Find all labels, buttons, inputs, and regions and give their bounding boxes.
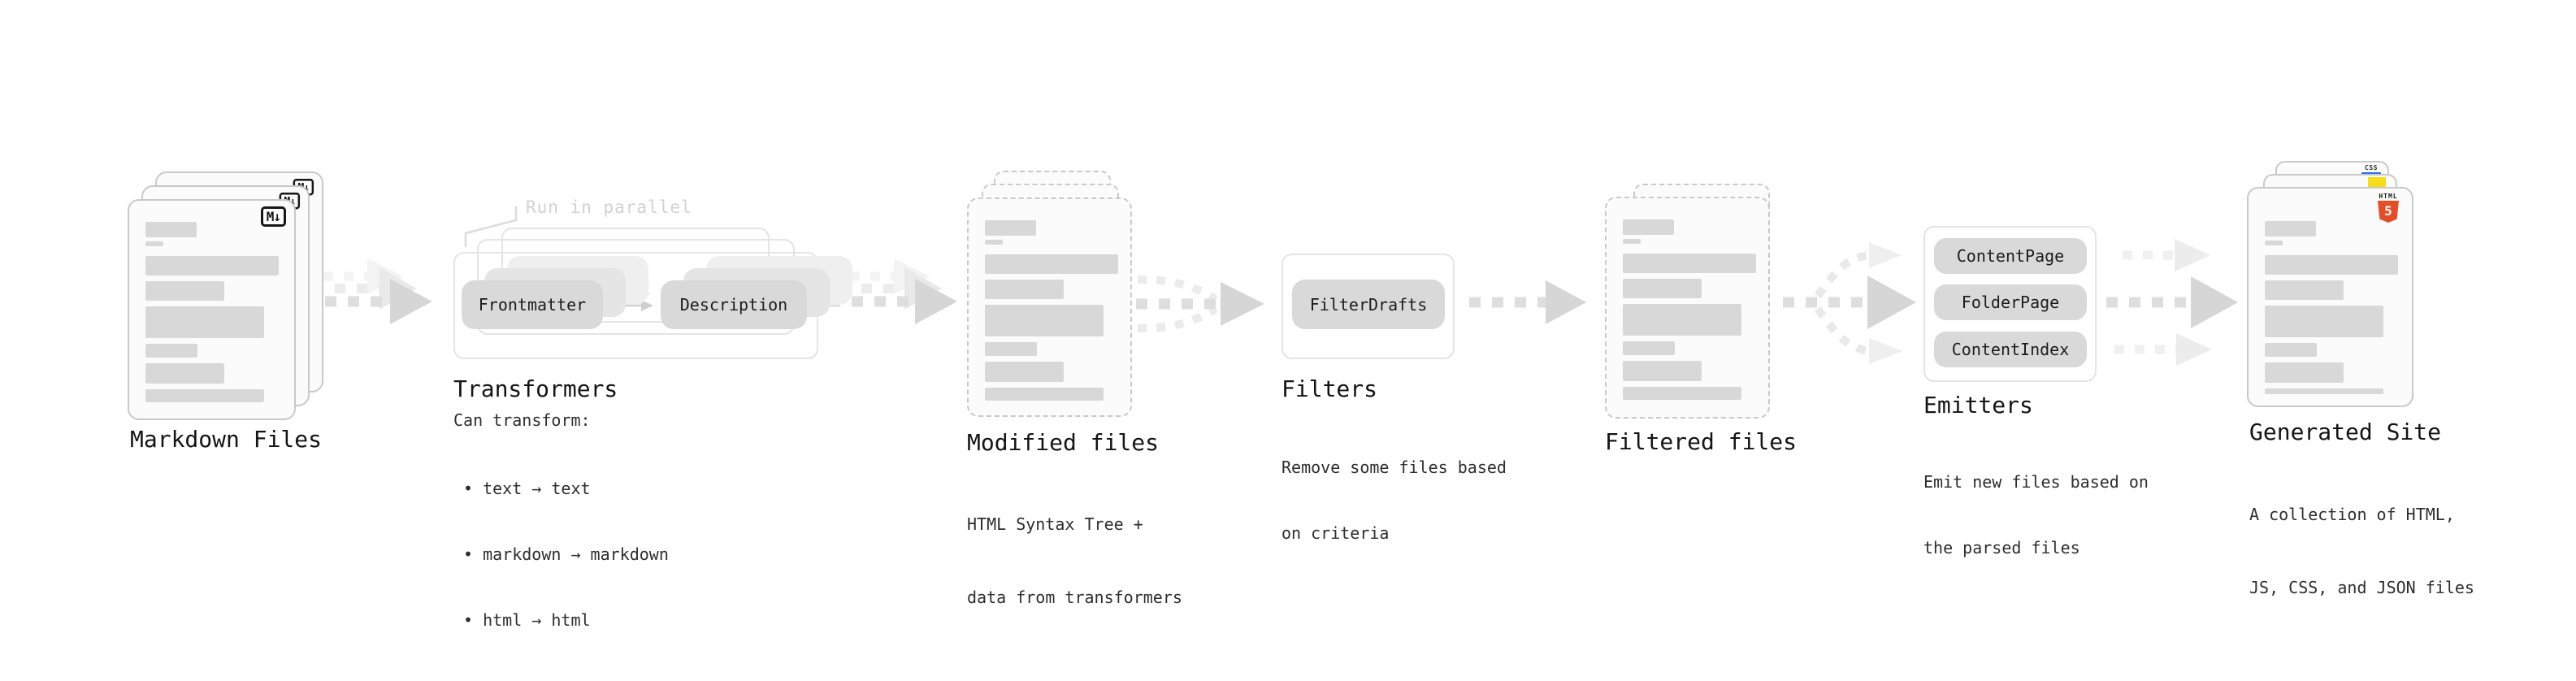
description-pill: Description [661, 280, 807, 329]
emitters-group-box [1923, 226, 2097, 382]
subtitle-line: data from transformers [967, 588, 1182, 607]
bullet-item: • markdown → markdown [463, 544, 669, 564]
emitters-subtitle: Emit new files based on the parsed files [1923, 427, 2149, 603]
doc-text-bar [2265, 343, 2317, 357]
doc-text-bar [985, 240, 1003, 245]
doc-text-bar [145, 222, 197, 237]
subtitle-line: the parsed files [1923, 538, 2080, 557]
js-file-icon [2368, 177, 2386, 188]
stage-title-modified-files: Modified files [967, 429, 1160, 456]
doc-text-bar [1623, 219, 1674, 235]
frontmatter-pill: Frontmatter [462, 280, 603, 329]
document-placeholder-text [985, 220, 1119, 404]
doc-text-bar [985, 388, 1104, 401]
doc-text-bar [985, 342, 1037, 356]
doc-text-bar [985, 220, 1036, 236]
doc-text-bar [985, 362, 1064, 382]
doc-text-bar [2265, 241, 2283, 245]
doc-text-bar [1623, 361, 1702, 381]
html5-icon: HTML 5 [2374, 193, 2402, 223]
doc-text-bar [145, 281, 224, 301]
doc-text-bar [1623, 341, 1675, 355]
stage-title-markdown-files: Markdown Files [130, 426, 323, 453]
doc-text-bar [145, 344, 197, 358]
doc-text-bar [985, 305, 1104, 336]
contentpage-pill: ContentPage [1934, 238, 2087, 274]
doc-text-bar [1623, 304, 1741, 336]
doc-text-bar [145, 389, 264, 402]
subtitle-line: A collection of HTML, [2249, 505, 2455, 524]
folderpage-pill: FolderPage [1934, 284, 2087, 320]
css-icon-label: CSS [2365, 164, 2378, 171]
stage-title-filtered-files: Filtered files [1605, 428, 1798, 455]
filterdrafts-pill: FilterDrafts [1292, 280, 1445, 329]
doc-text-bar [2265, 362, 2344, 383]
subtitle-line: HTML Syntax Tree + [967, 514, 1143, 534]
transformers-description-heading: Can transform: [453, 410, 591, 430]
doc-text-bar [1623, 254, 1756, 273]
arrow-modified-to-filters-icon [1136, 275, 1264, 332]
doc-text-bar [2265, 306, 2383, 337]
doc-text-bar [145, 306, 264, 338]
document-placeholder-text [1623, 219, 1757, 406]
doc-text-bar [2265, 388, 2383, 394]
stage-title-filters: Filters [1281, 375, 1378, 402]
filters-group-box [1281, 254, 1455, 359]
document-placeholder-text [145, 222, 283, 407]
doc-text-bar [2265, 221, 2316, 236]
stage-title-generated-site: Generated Site [2249, 419, 2442, 445]
markdown-file-card-front: M↓ [128, 199, 296, 420]
doc-text-bar [2265, 255, 2398, 275]
generated-file-card-html: HTML 5 [2247, 187, 2413, 407]
doc-text-bar [1623, 239, 1641, 244]
modified-file-card-front [967, 197, 1132, 417]
modified-files-subtitle: HTML Syntax Tree + data from transformer… [967, 463, 1182, 658]
transformers-bullet-list: • text → text • markdown → markdown • ht… [463, 434, 669, 675]
subtitle-line: on criteria [1281, 523, 1390, 543]
html5-icon-word: HTML [2379, 193, 2398, 200]
doc-text-bar [145, 256, 279, 275]
markdown-icon: M↓ [260, 206, 286, 227]
doc-text-bar [145, 241, 163, 246]
arrow-filtered-to-emitters-icon [1783, 242, 1916, 364]
doc-text-bar [985, 254, 1118, 274]
doc-text-bar [1623, 279, 1702, 298]
subtitle-line: Remove some files based [1281, 458, 1507, 477]
subtitle-line: JS, CSS, and JSON files [2249, 578, 2474, 597]
filters-subtitle: Remove some files based on criteria [1281, 413, 1507, 588]
stage-title-emitters: Emitters [1923, 392, 2033, 419]
stage-title-transformers: Transformers [453, 375, 618, 402]
doc-text-bar [2265, 280, 2344, 300]
arrow-filters-to-filtered-icon [1469, 280, 1586, 324]
generated-site-subtitle: A collection of HTML, JS, CSS, and JSON … [2249, 453, 2474, 648]
doc-text-bar [145, 363, 224, 384]
bullet-item: • html → html [463, 610, 591, 630]
html5-icon-shield: 5 [2378, 201, 2399, 223]
contentindex-pill: ContentIndex [1934, 332, 2087, 367]
doc-text-bar [1623, 387, 1741, 400]
filtered-file-card-front [1605, 197, 1770, 419]
document-placeholder-text [2265, 221, 2400, 394]
run-in-parallel-note: Run in parallel [526, 197, 692, 217]
bullet-item: • text → text [463, 479, 591, 498]
arrow-emitters-to-generated-icon [2106, 239, 2238, 366]
subtitle-line: Emit new files based on [1923, 472, 2149, 492]
doc-text-bar [985, 280, 1064, 299]
